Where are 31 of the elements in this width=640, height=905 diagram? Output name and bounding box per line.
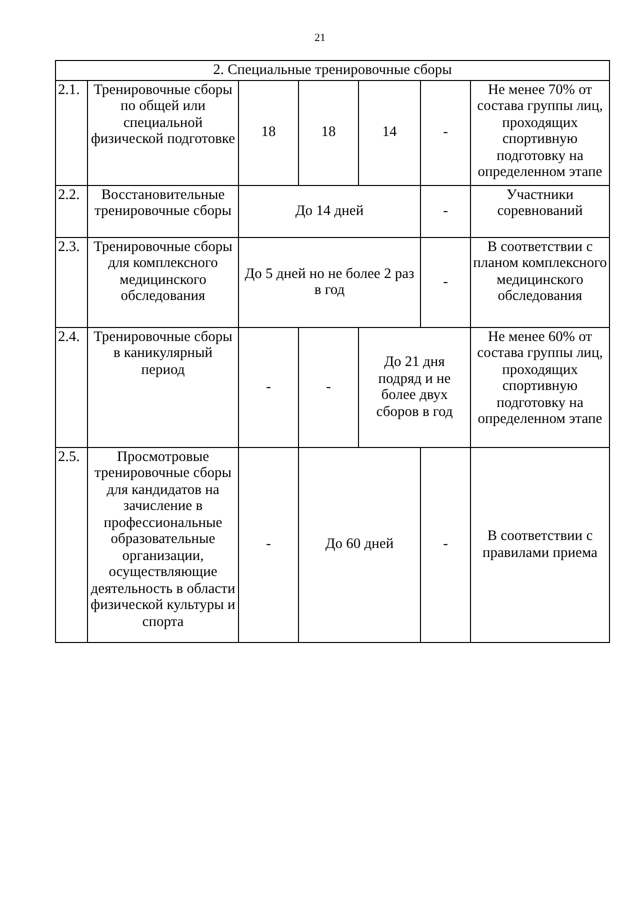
row-number: 2.4. bbox=[56, 327, 88, 447]
duration-value: До 14 дней bbox=[238, 185, 420, 237]
requirement-note: Не менее 70% от состава группы лиц, проходящих спортивную подготовку на определенном этапе bbox=[470, 80, 610, 185]
item-name: Тренировочные сборы по общей или специальной физической подготовке bbox=[88, 80, 238, 185]
duration-value: До 21 дня подряд и не более двух сборов в год bbox=[358, 327, 470, 447]
dash: - bbox=[420, 185, 470, 237]
requirement-note: Участники соревнований bbox=[470, 185, 610, 237]
value-number: 18 bbox=[238, 80, 298, 185]
item-name: Восстановительные тренировочные сборы bbox=[88, 185, 238, 237]
dash: - bbox=[420, 237, 470, 327]
value-number: 18 bbox=[298, 80, 358, 185]
dash: - bbox=[238, 327, 298, 447]
item-name: Просмотровые тренировочные сборы для кандидатов на зачисление в профессиональные образовательные организации, осуществляющие деятельность в области физической культуры и спорта bbox=[88, 447, 238, 642]
item-name: Тренировочные сборы в каникулярный период bbox=[88, 327, 238, 447]
value-number: 14 bbox=[358, 80, 420, 185]
requirement-note: В соответствии с планом комплексного медицинского обследования bbox=[470, 237, 610, 327]
page-number: 21 bbox=[314, 32, 326, 44]
dash: - bbox=[238, 447, 298, 642]
duration-value: До 60 дней bbox=[298, 447, 420, 642]
requirement-note: Не менее 60% от состава группы лиц, проходящих спортивную подготовку на определенном этапе bbox=[470, 327, 610, 447]
row-number: 2.1. bbox=[56, 80, 88, 185]
row-number: 2.5. bbox=[56, 447, 88, 642]
row-number: 2.3. bbox=[56, 237, 88, 327]
dash: - bbox=[298, 327, 358, 447]
requirement-note: В соответствии с правилами приема bbox=[470, 447, 610, 642]
dash: - bbox=[420, 447, 470, 642]
section-heading: 2. Специальные тренировочные сборы bbox=[56, 60, 610, 80]
duration-value: До 5 дней но не более 2 раз в год bbox=[238, 237, 420, 327]
row-number: 2.2. bbox=[56, 185, 88, 237]
item-name: Тренировочные сборы для комплексного медицинского обследования bbox=[88, 237, 238, 327]
dash: - bbox=[420, 80, 470, 185]
